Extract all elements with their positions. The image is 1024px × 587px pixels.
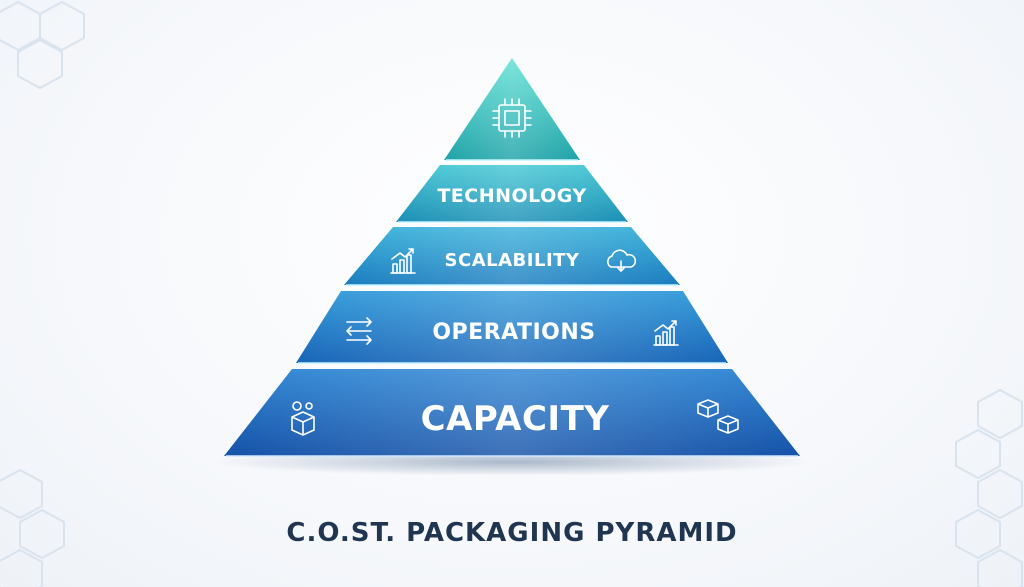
cloud-download-icon xyxy=(607,249,637,272)
tier-technology: TECHNOLOGY xyxy=(396,165,628,223)
bar-growth-icon xyxy=(390,248,416,274)
tier-scalability: SCALABILITY xyxy=(344,227,680,286)
tier-label-capacity: CAPACITY xyxy=(421,399,610,439)
transfer-arrows-icon xyxy=(346,317,372,345)
tier-label-technology: TECHNOLOGY xyxy=(437,185,586,207)
package-gear-icon xyxy=(291,401,315,436)
hexagon-decoration-bottom-right xyxy=(955,388,1023,587)
hexagon-decoration-top-left xyxy=(0,0,85,90)
tier-apex xyxy=(444,58,580,161)
hexagon-decoration-bottom-left xyxy=(0,468,65,587)
diagram-caption: C.O.ST. PACKAGING PYRAMID xyxy=(286,518,737,548)
tier-capacity: CAPACITY xyxy=(224,369,800,457)
bar-growth-icon xyxy=(653,320,679,346)
chip-icon xyxy=(492,98,532,138)
stacked-boxes-icon xyxy=(697,399,739,434)
tier-label-scalability: SCALABILITY xyxy=(445,250,580,271)
tier-operations: OPERATIONS xyxy=(296,291,728,364)
tier-label-operations: OPERATIONS xyxy=(432,320,595,345)
